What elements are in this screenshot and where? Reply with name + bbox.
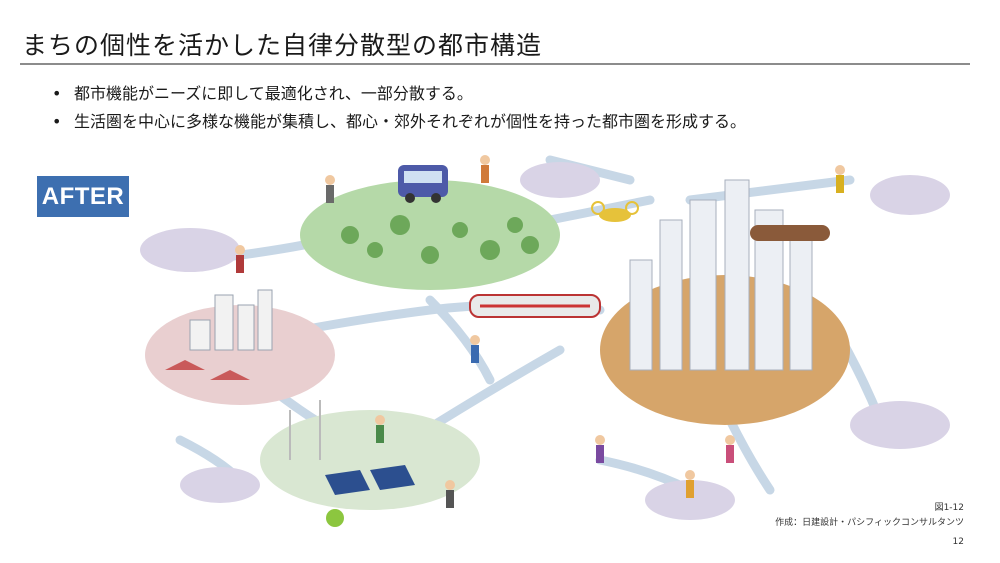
bullet-list: • 都市機能がニーズに即して最適化され、一部分散する。 • 生活圏を中心に多様な機能… bbox=[52, 80, 746, 136]
title-divider bbox=[20, 63, 970, 65]
small-hub-top-left bbox=[140, 228, 240, 272]
small-hub-right bbox=[850, 401, 950, 449]
slide-title: まちの個性を活かした自律分散型の都市構造 bbox=[22, 31, 543, 60]
bullet-text: 生活圏を中心に多様な機能が集積し、都心・郊外それぞれが個性を持った都市圏を形成す… bbox=[74, 112, 747, 131]
bullet-dot-icon: • bbox=[52, 112, 62, 131]
small-hub-top bbox=[520, 162, 600, 198]
city-structure-illustration bbox=[140, 155, 950, 527]
bullet-item: • 都市機能がニーズに即して最適化され、一部分散する。 bbox=[52, 80, 746, 108]
bullet-text: 都市機能がニーズに即して最適化され、一部分散する。 bbox=[74, 84, 473, 103]
park-trees bbox=[341, 215, 539, 264]
tram-icon bbox=[469, 294, 601, 318]
residential-buildings bbox=[189, 289, 273, 351]
bullet-item: • 生活圏を中心に多様な機能が集積し、都心・郊外それぞれが個性を持った都市圏を形成… bbox=[52, 108, 746, 136]
figure-credit: 作成：日建設計・パシフィックコンサルタンツ bbox=[775, 518, 964, 528]
solar-panels bbox=[325, 465, 415, 495]
people-figures bbox=[235, 155, 845, 508]
downtown-towers bbox=[629, 179, 813, 371]
bullet-dot-icon: • bbox=[52, 84, 62, 103]
energy-bulb-icon bbox=[326, 509, 344, 527]
small-hub-top-right bbox=[870, 175, 950, 215]
figure-number: 図1-12 bbox=[934, 503, 964, 513]
green-hub bbox=[300, 180, 560, 290]
drone-icon bbox=[591, 201, 639, 222]
small-hub-bottom-right bbox=[645, 480, 735, 520]
page-number: 12 bbox=[952, 537, 964, 547]
market-stalls bbox=[165, 360, 250, 380]
wind-turbines bbox=[289, 400, 321, 460]
small-hub-bottom-left bbox=[180, 467, 260, 503]
energy-hub bbox=[260, 410, 480, 510]
floating-desk-icon bbox=[750, 225, 830, 241]
after-badge: AFTER bbox=[37, 176, 129, 217]
